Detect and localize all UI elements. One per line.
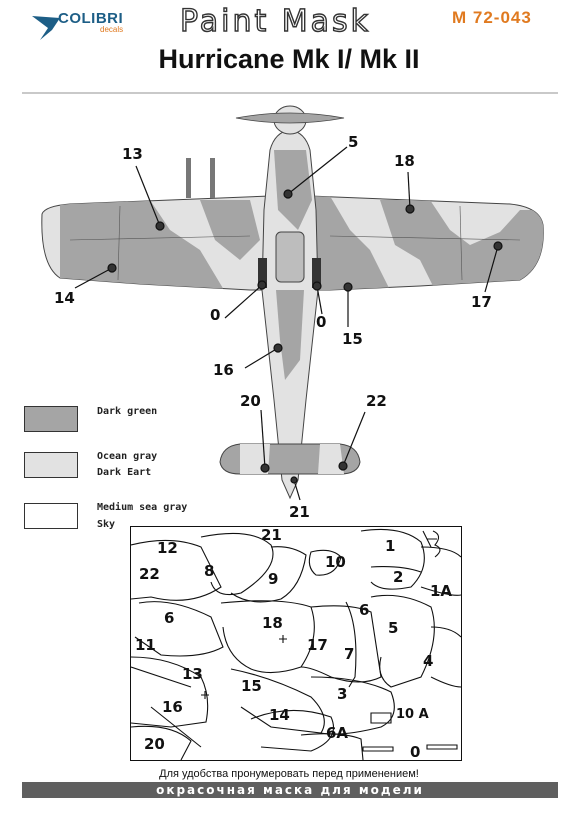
mask-cut-lines (131, 528, 461, 760)
mask-label: 7 (344, 645, 355, 663)
mask-label: 6 (164, 609, 175, 627)
legend-label: Sky (97, 519, 116, 530)
mask-label: 0 (410, 743, 421, 761)
product-line: Paint Mask (179, 3, 372, 39)
mask-label: 1A (430, 582, 453, 600)
divider (22, 92, 558, 94)
mask-label: 12 (157, 539, 178, 557)
mask-label: 11 (135, 636, 156, 654)
mask-label: 2 (393, 568, 404, 586)
callout-22: 22 (366, 392, 387, 410)
mask-label: 20 (144, 735, 165, 753)
product-code: M 72-043 (452, 8, 532, 27)
instruction-note: Для удобства пронумеровать перед примене… (159, 768, 419, 780)
colibri-logo (32, 16, 60, 40)
mask-label: 15 (241, 677, 262, 695)
legend-label: Ocean gray (97, 451, 158, 462)
legend-swatch-dark (24, 406, 78, 432)
mask-label: 21 (261, 526, 282, 544)
callout-18: 18 (394, 152, 415, 170)
callout-0-right: 0 (316, 313, 327, 331)
mask-label: 5 (388, 619, 399, 637)
callout-20: 20 (240, 392, 261, 410)
bird-icon (32, 16, 60, 40)
brand-name: COLIBRI (58, 10, 124, 27)
mask-label: 9 (268, 570, 279, 588)
mask-label: 6A (326, 724, 349, 742)
page-title: Hurricane Mk I/ Mk II (158, 44, 420, 74)
mask-label: 10 A (396, 707, 429, 722)
brand-sub: decals (100, 25, 124, 34)
aircraft-planview (41, 105, 544, 501)
callout-16: 16 (213, 361, 234, 379)
mask-label: 6 (359, 601, 370, 619)
callout-14: 14 (54, 289, 75, 307)
mask-label: 16 (162, 698, 183, 716)
legend-swatch-white (24, 503, 78, 529)
callout-17: 17 (471, 293, 492, 311)
mask-label: 8 (204, 562, 215, 580)
mask-label: 13 (182, 665, 203, 683)
legend-label: Medium sea gray (97, 502, 188, 513)
mask-label: 3 (337, 685, 348, 703)
mask-label: 22 (139, 565, 160, 583)
footer-banner: окрасочная маска для модели (22, 782, 558, 798)
legend-label: Dark green (97, 406, 158, 417)
mask-label: 10 (325, 553, 346, 571)
mask-sheet: 12 21 10 1 22 8 9 2 1A 6 18 6 5 11 17 7 … (130, 526, 462, 761)
legend-label: Dark Eart (97, 467, 152, 478)
callout-21: 21 (289, 503, 310, 521)
callout-5: 5 (348, 133, 359, 151)
mask-label: 1 (385, 537, 396, 555)
mask-label: 4 (423, 652, 434, 670)
legend-swatch-light (24, 452, 78, 478)
callout-13: 13 (122, 145, 143, 163)
mask-label: 17 (307, 636, 328, 654)
callout-15: 15 (342, 330, 363, 348)
mask-label: 14 (269, 706, 290, 724)
callout-0-left: 0 (210, 306, 221, 324)
mask-label: 18 (262, 614, 283, 632)
